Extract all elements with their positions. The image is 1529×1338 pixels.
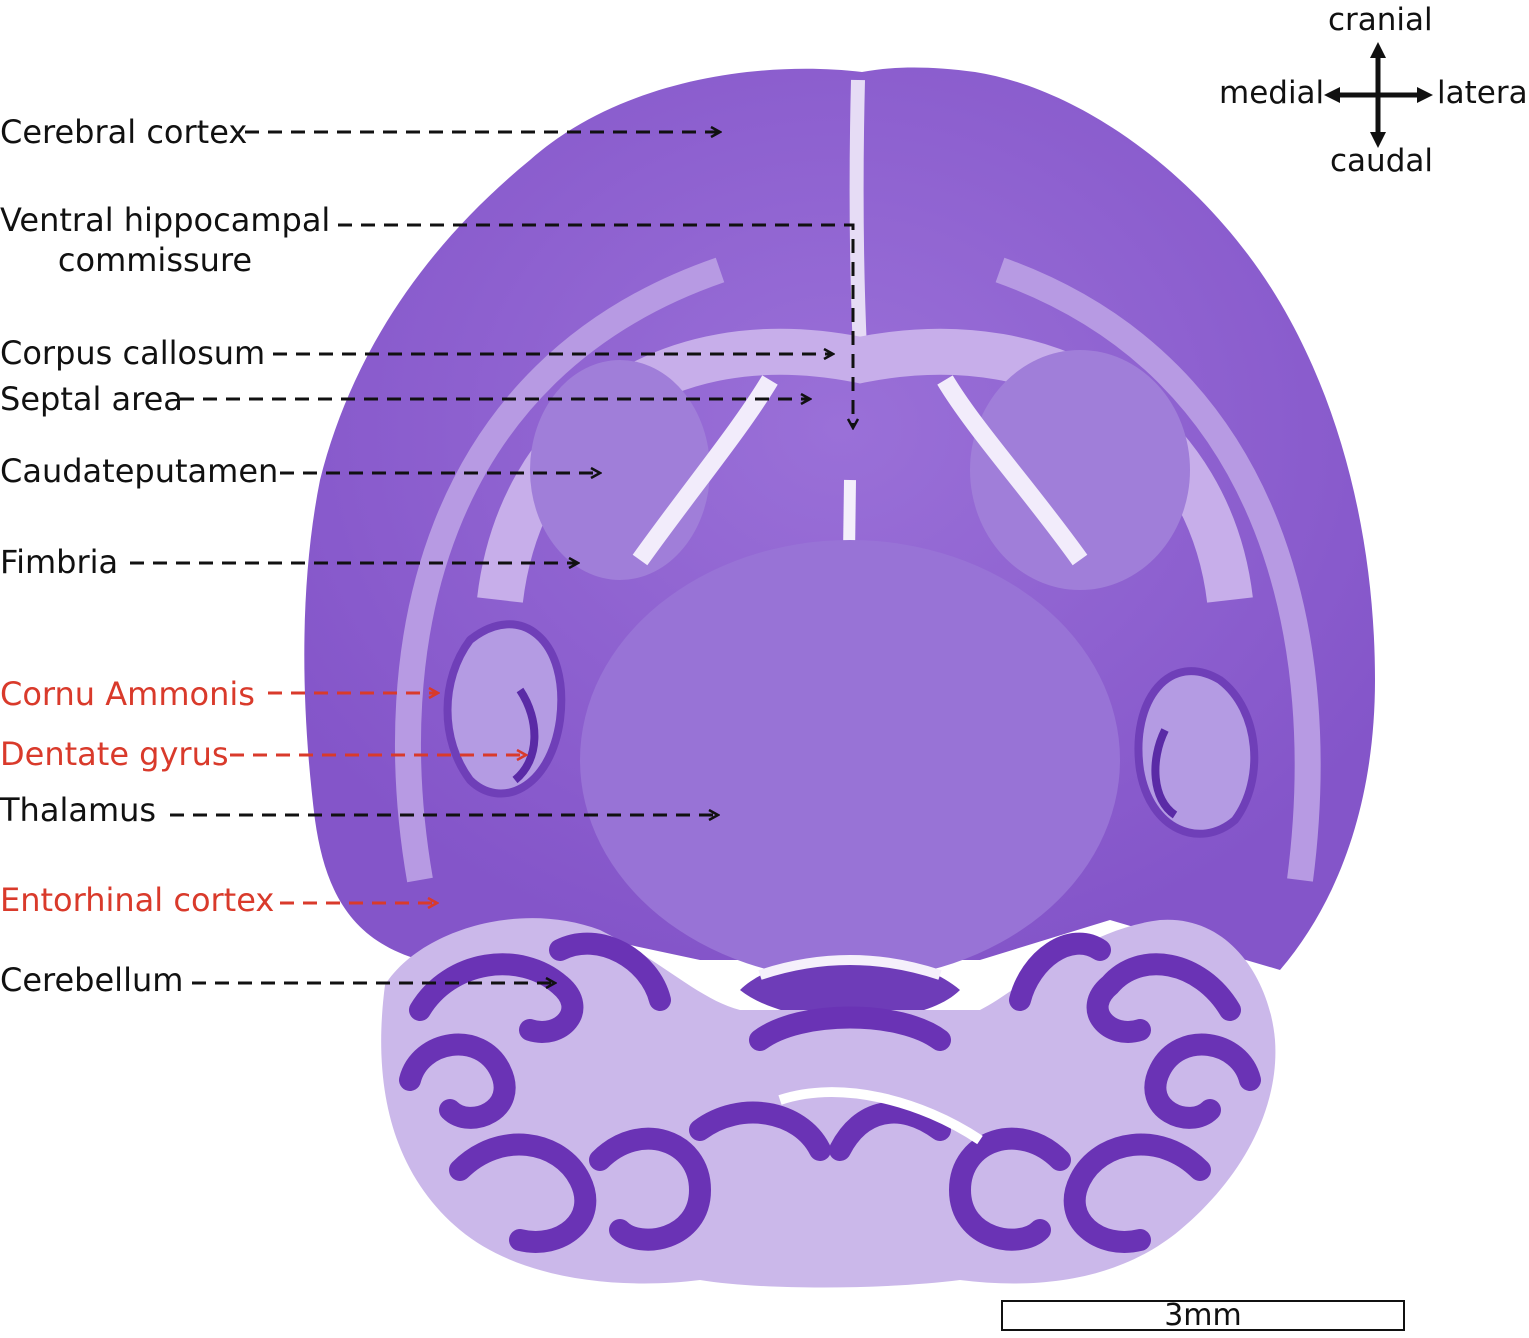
label-thalamus: Thalamus <box>0 791 157 829</box>
compass-label-cranial: cranial <box>1328 2 1433 38</box>
label-corpus-callosum: Corpus callosum <box>0 334 266 372</box>
thalamus-shape <box>580 540 1120 980</box>
caudateputamen-right-shape <box>970 350 1190 590</box>
midline-fissure <box>849 79 867 351</box>
cerebellar-folia <box>399 932 1261 1253</box>
label-ventral-hippocampal-commissure-line1: Ventral hippocampal <box>0 201 331 239</box>
label-cornu-ammonis: Cornu Ammonis <box>0 675 255 713</box>
lateral-ventricle-right <box>937 375 1088 566</box>
label-ventral-hippocampal-commissure-line2: commissure <box>57 241 253 279</box>
dentate-gyrus-left-shape <box>512 687 539 784</box>
hippocampus-right-shape <box>1134 667 1259 838</box>
compass-label-caudal: caudal <box>1330 143 1433 179</box>
label-ventral-hippocampal-commissure: Ventral hippocampal commissure <box>0 200 331 280</box>
label-entorhinal-cortex: Entorhinal cortex <box>0 881 275 919</box>
scale-bar: 3mm <box>1001 1300 1405 1331</box>
dentate-gyrus-right-shape <box>1151 728 1178 819</box>
compass-label-lateral: lateral <box>1437 75 1529 111</box>
arrow-ventral-hippocampal-commissure <box>338 223 853 428</box>
label-septal-area: Septal area <box>0 380 183 418</box>
caudateputamen-left-shape <box>530 360 710 580</box>
fourth-ventricle <box>778 1087 983 1145</box>
label-caudateputamen: Caudateputamen <box>0 452 279 490</box>
crescent-gap <box>758 955 942 980</box>
annotation-arrows <box>130 132 853 983</box>
compass-label-medial: medial <box>1219 75 1325 111</box>
cerebellum-shape <box>381 918 1276 1288</box>
label-fimbria: Fimbria <box>0 543 119 581</box>
hippocampus-left-shape <box>443 620 566 798</box>
external-capsule-shape <box>395 257 1321 883</box>
subthalamic-crescent <box>740 956 960 1020</box>
orientation-compass <box>1324 42 1433 148</box>
brain-tissue <box>304 67 1375 1288</box>
label-cerebellum: Cerebellum <box>0 961 184 999</box>
label-dentate-gyrus: Dentate gyrus <box>0 735 229 773</box>
label-cerebral-cortex: Cerebral cortex <box>0 113 248 151</box>
